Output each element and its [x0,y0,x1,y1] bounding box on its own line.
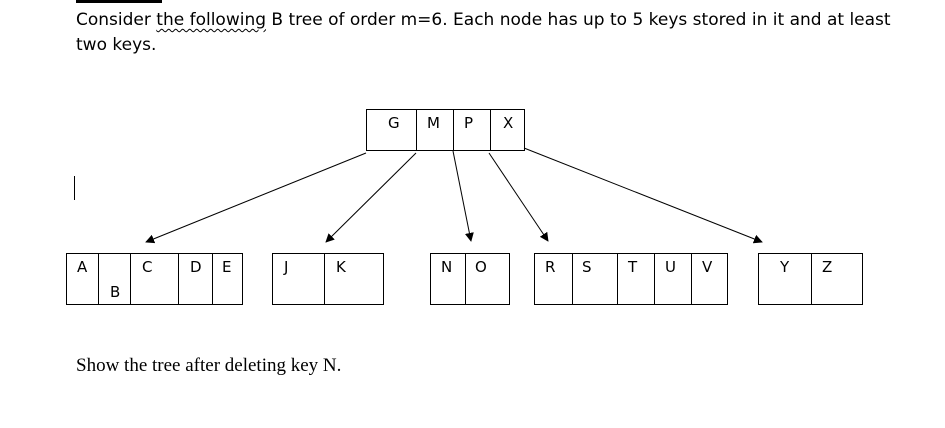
leaf-node-1: A B C D E [66,253,243,305]
leaf-key: S [582,258,592,276]
leaf-key: N [441,258,453,276]
leaf-key-cell: Z [811,253,863,305]
leaf-node-2: J K [272,253,384,305]
edge-root-to-child-2 [325,152,417,243]
leaf-key-cell: U [654,253,692,305]
leaf-node-4: R S T U V [534,253,728,305]
leaf-key-cell: N [430,253,466,305]
instruction-text: Show the tree after deleting key N. [76,355,342,376]
root-key-cell: P [453,109,491,151]
leaf-key: K [336,258,346,276]
root-key: M [427,114,440,132]
question-intro-after: B tree of order m=6. Each node has up to… [76,10,891,55]
root-node: G M P X [366,109,525,151]
leaf-key: V [702,258,713,276]
leaf-key-cell: V [691,253,728,305]
edge-root-to-child-3 [452,150,474,242]
leaf-key: C [142,258,153,276]
leaf-key: E [222,258,232,276]
leaf-key: U [665,258,676,276]
edge-root-to-child-4 [488,152,549,242]
leaf-key-cell: R [534,253,573,305]
root-key: P [464,114,474,132]
leaf-key-cell: K [324,253,384,305]
leaf-key-cell: A [66,253,99,305]
leaf-key: J [284,258,289,276]
heading-underline [76,0,162,3]
leaf-key-cell: S [572,253,618,305]
root-key: G [388,114,400,132]
leaf-key-cell: C [130,253,179,305]
root-key-cell: M [416,109,454,151]
leaf-key: T [628,258,638,276]
leaf-key-cell: O [465,253,510,305]
root-key: X [503,114,514,132]
leaf-key: Z [822,258,833,276]
leaf-node-3: N O [430,253,510,305]
leaf-key: A [77,258,88,276]
leaf-key: B [110,283,121,301]
leaf-key: R [545,258,556,276]
leaf-key-cell: B [98,253,131,305]
leaf-node-5: Y Z [758,253,863,305]
leaf-key-cell: T [617,253,655,305]
leaf-key: D [190,258,202,276]
leaf-key-cell: Y [758,253,812,305]
root-key-cell: G [366,109,417,151]
root-key-cell: X [490,109,525,151]
leaf-key-cell: D [178,253,213,305]
leaf-key-cell: E [212,253,243,305]
question-text: Consider the following B tree of order m… [76,8,896,58]
leaf-key-cell: J [272,253,325,305]
question-intro-underlined: the following [156,10,267,30]
question-intro-before: Consider [76,10,157,30]
edge-root-to-child-5 [523,147,763,244]
leaf-key: O [475,258,487,276]
edge-root-to-child-1 [145,152,367,244]
leaf-key: Y [780,258,790,276]
text-cursor [74,176,75,200]
